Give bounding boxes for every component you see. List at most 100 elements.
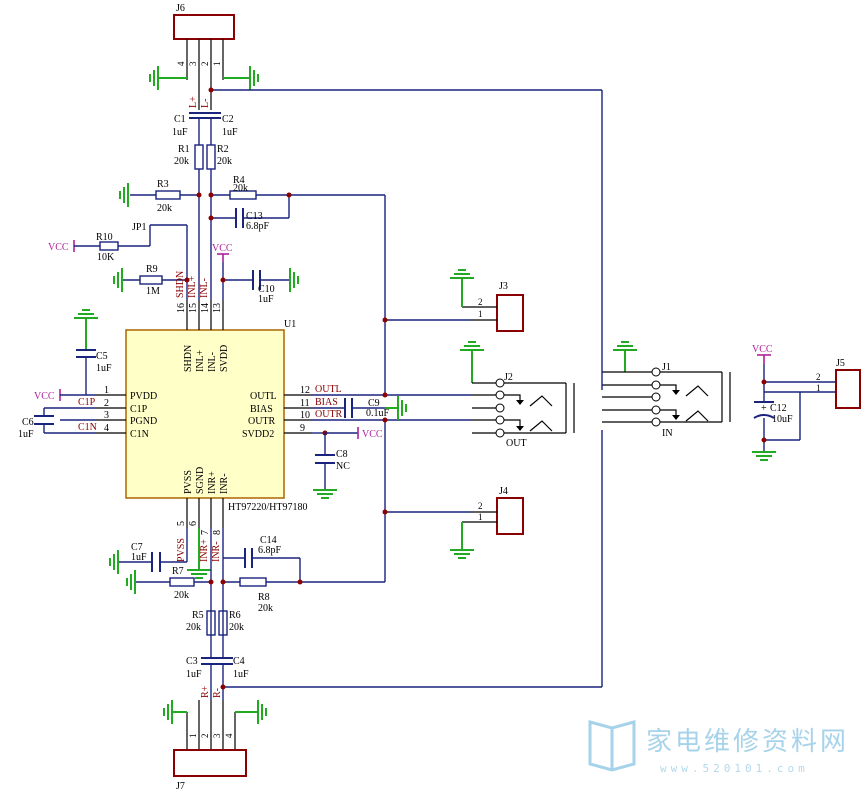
svg-text:9: 9 [300,423,305,434]
connector-j7[interactable] [173,749,247,777]
svg-text:4: 4 [224,733,234,738]
svg-text:1: 1 [188,734,198,739]
connector-j6[interactable] [173,14,235,40]
svg-text:1uF: 1uF [233,669,249,680]
svg-text:20k: 20k [186,622,201,633]
svg-text:www.520101.com: www.520101.com [660,762,809,775]
svg-text:20k: 20k [174,590,189,601]
ground-symbol [450,269,474,307]
svg-text:14: 14 [200,303,211,313]
ground-symbol [149,66,187,90]
svg-text:1: 1 [816,383,821,393]
svg-text:2: 2 [478,501,483,511]
svg-text:SGND: SGND [195,467,206,494]
resistor-r2 [206,144,216,170]
connector-j5[interactable] [835,369,861,409]
svg-text:4: 4 [176,61,186,66]
svg-text:0.1uF: 0.1uF [366,408,390,419]
chip-ref-label: U1 [284,319,296,330]
ground-symbol [109,550,119,574]
chip-part-label: HT97220/HT97180 [228,502,307,513]
svg-text:C9: C9 [368,398,380,409]
svg-text:L+: L+ [188,96,199,108]
svg-text:R7: R7 [172,566,184,577]
svg-text:VCC: VCC [752,344,773,355]
svg-text:INR+: INR+ [199,539,210,562]
svg-text:SVDD: SVDD [219,345,230,372]
svg-text:2: 2 [200,62,210,67]
ground-symbol [163,700,187,724]
svg-text:家电维修资料网: 家电维修资料网 [646,727,849,757]
svg-text:6.8pF: 6.8pF [246,221,270,232]
svg-text:R3: R3 [157,179,169,190]
svg-text:R4: R4 [233,175,245,186]
svg-text:1uF: 1uF [96,363,112,374]
svg-text:BIAS: BIAS [250,404,273,415]
svg-text:R10: R10 [96,232,113,243]
svg-text:C4: C4 [233,656,245,667]
svg-text:6.8pF: 6.8pF [258,545,282,556]
svg-text:SHDN: SHDN [183,345,194,372]
svg-text:C1P: C1P [78,397,96,408]
svg-text:3: 3 [104,410,109,421]
svg-text:NC: NC [336,461,350,472]
jumper-jp1[interactable]: JP1 [132,222,146,233]
resistor-r1 [194,144,204,170]
svg-text:1: 1 [478,512,483,522]
svg-text:6: 6 [188,521,199,526]
svg-text:2: 2 [200,734,210,739]
j6-ref: J6 [176,3,185,14]
svg-text:20k: 20k [229,622,244,633]
svg-text:1uF: 1uF [258,294,274,305]
svg-text:INL-: INL- [199,278,210,298]
svg-text:1uF: 1uF [18,429,34,440]
svg-text:20k: 20k [174,156,189,167]
svg-text:J1: J1 [662,362,671,373]
svg-text:C8: C8 [336,449,348,460]
audio-jack-j1[interactable]: J1 IN [602,341,731,439]
svg-text:J4: J4 [499,486,508,497]
ground-symbol [74,309,98,350]
svg-text:R9: R9 [146,264,158,275]
chip-right-pins: OUTL 12 BIAS 11 OUTR 10 SVDD2 9 [242,385,310,440]
svg-text:20k: 20k [157,203,172,214]
svg-text:C12: C12 [770,403,787,414]
audio-jack-j2[interactable]: J2 OUT [460,341,575,449]
svg-text:16: 16 [176,303,187,313]
svg-text:2: 2 [816,372,821,382]
svg-text:OUTL: OUTL [315,384,342,395]
svg-text:20k: 20k [233,183,248,194]
svg-text:VCC: VCC [362,429,383,440]
svg-text:C14: C14 [260,535,277,546]
connector-j3[interactable] [496,294,524,332]
ground-symbol [235,700,267,724]
svg-text:PVSS: PVSS [183,470,194,494]
chip-left-pins: 1 PVDD 2 C1P 3 PGND 4 C1N [104,385,157,440]
svg-text:C3: C3 [186,656,198,667]
svg-text:R-: R- [212,688,223,698]
svg-text:1uF: 1uF [172,127,188,138]
svg-text:20k: 20k [217,156,232,167]
svg-text:INR-: INR- [219,473,230,494]
ground-symbol [126,570,136,594]
svg-text:10: 10 [300,410,310,421]
chip-bottom-pins: PVSS 5 SGND 6 INR+ 7 INR- 8 [176,467,230,535]
svg-text:OUTR: OUTR [248,416,276,427]
svg-text:J3: J3 [499,281,508,292]
c1-ref: C1 [174,114,186,125]
ground-symbol [223,66,259,90]
watermark-logo: 家电维修资料网 www.520101.com [588,720,849,775]
svg-text:10uF: 10uF [772,414,793,425]
svg-text:INR+: INR+ [207,471,218,494]
connector-j4[interactable] [496,497,524,535]
svg-text:10K: 10K [97,252,115,263]
svg-text:L-: L- [200,99,211,108]
svg-text:R2: R2 [217,144,229,155]
svg-text:11: 11 [300,398,310,409]
svg-text:OUTR: OUTR [315,409,343,420]
svg-text:3: 3 [188,61,198,66]
svg-text:PVSS: PVSS [176,538,187,562]
svg-text:C1P: C1P [130,404,148,415]
svg-text:12: 12 [300,385,310,396]
resistor-r4 [229,190,257,200]
